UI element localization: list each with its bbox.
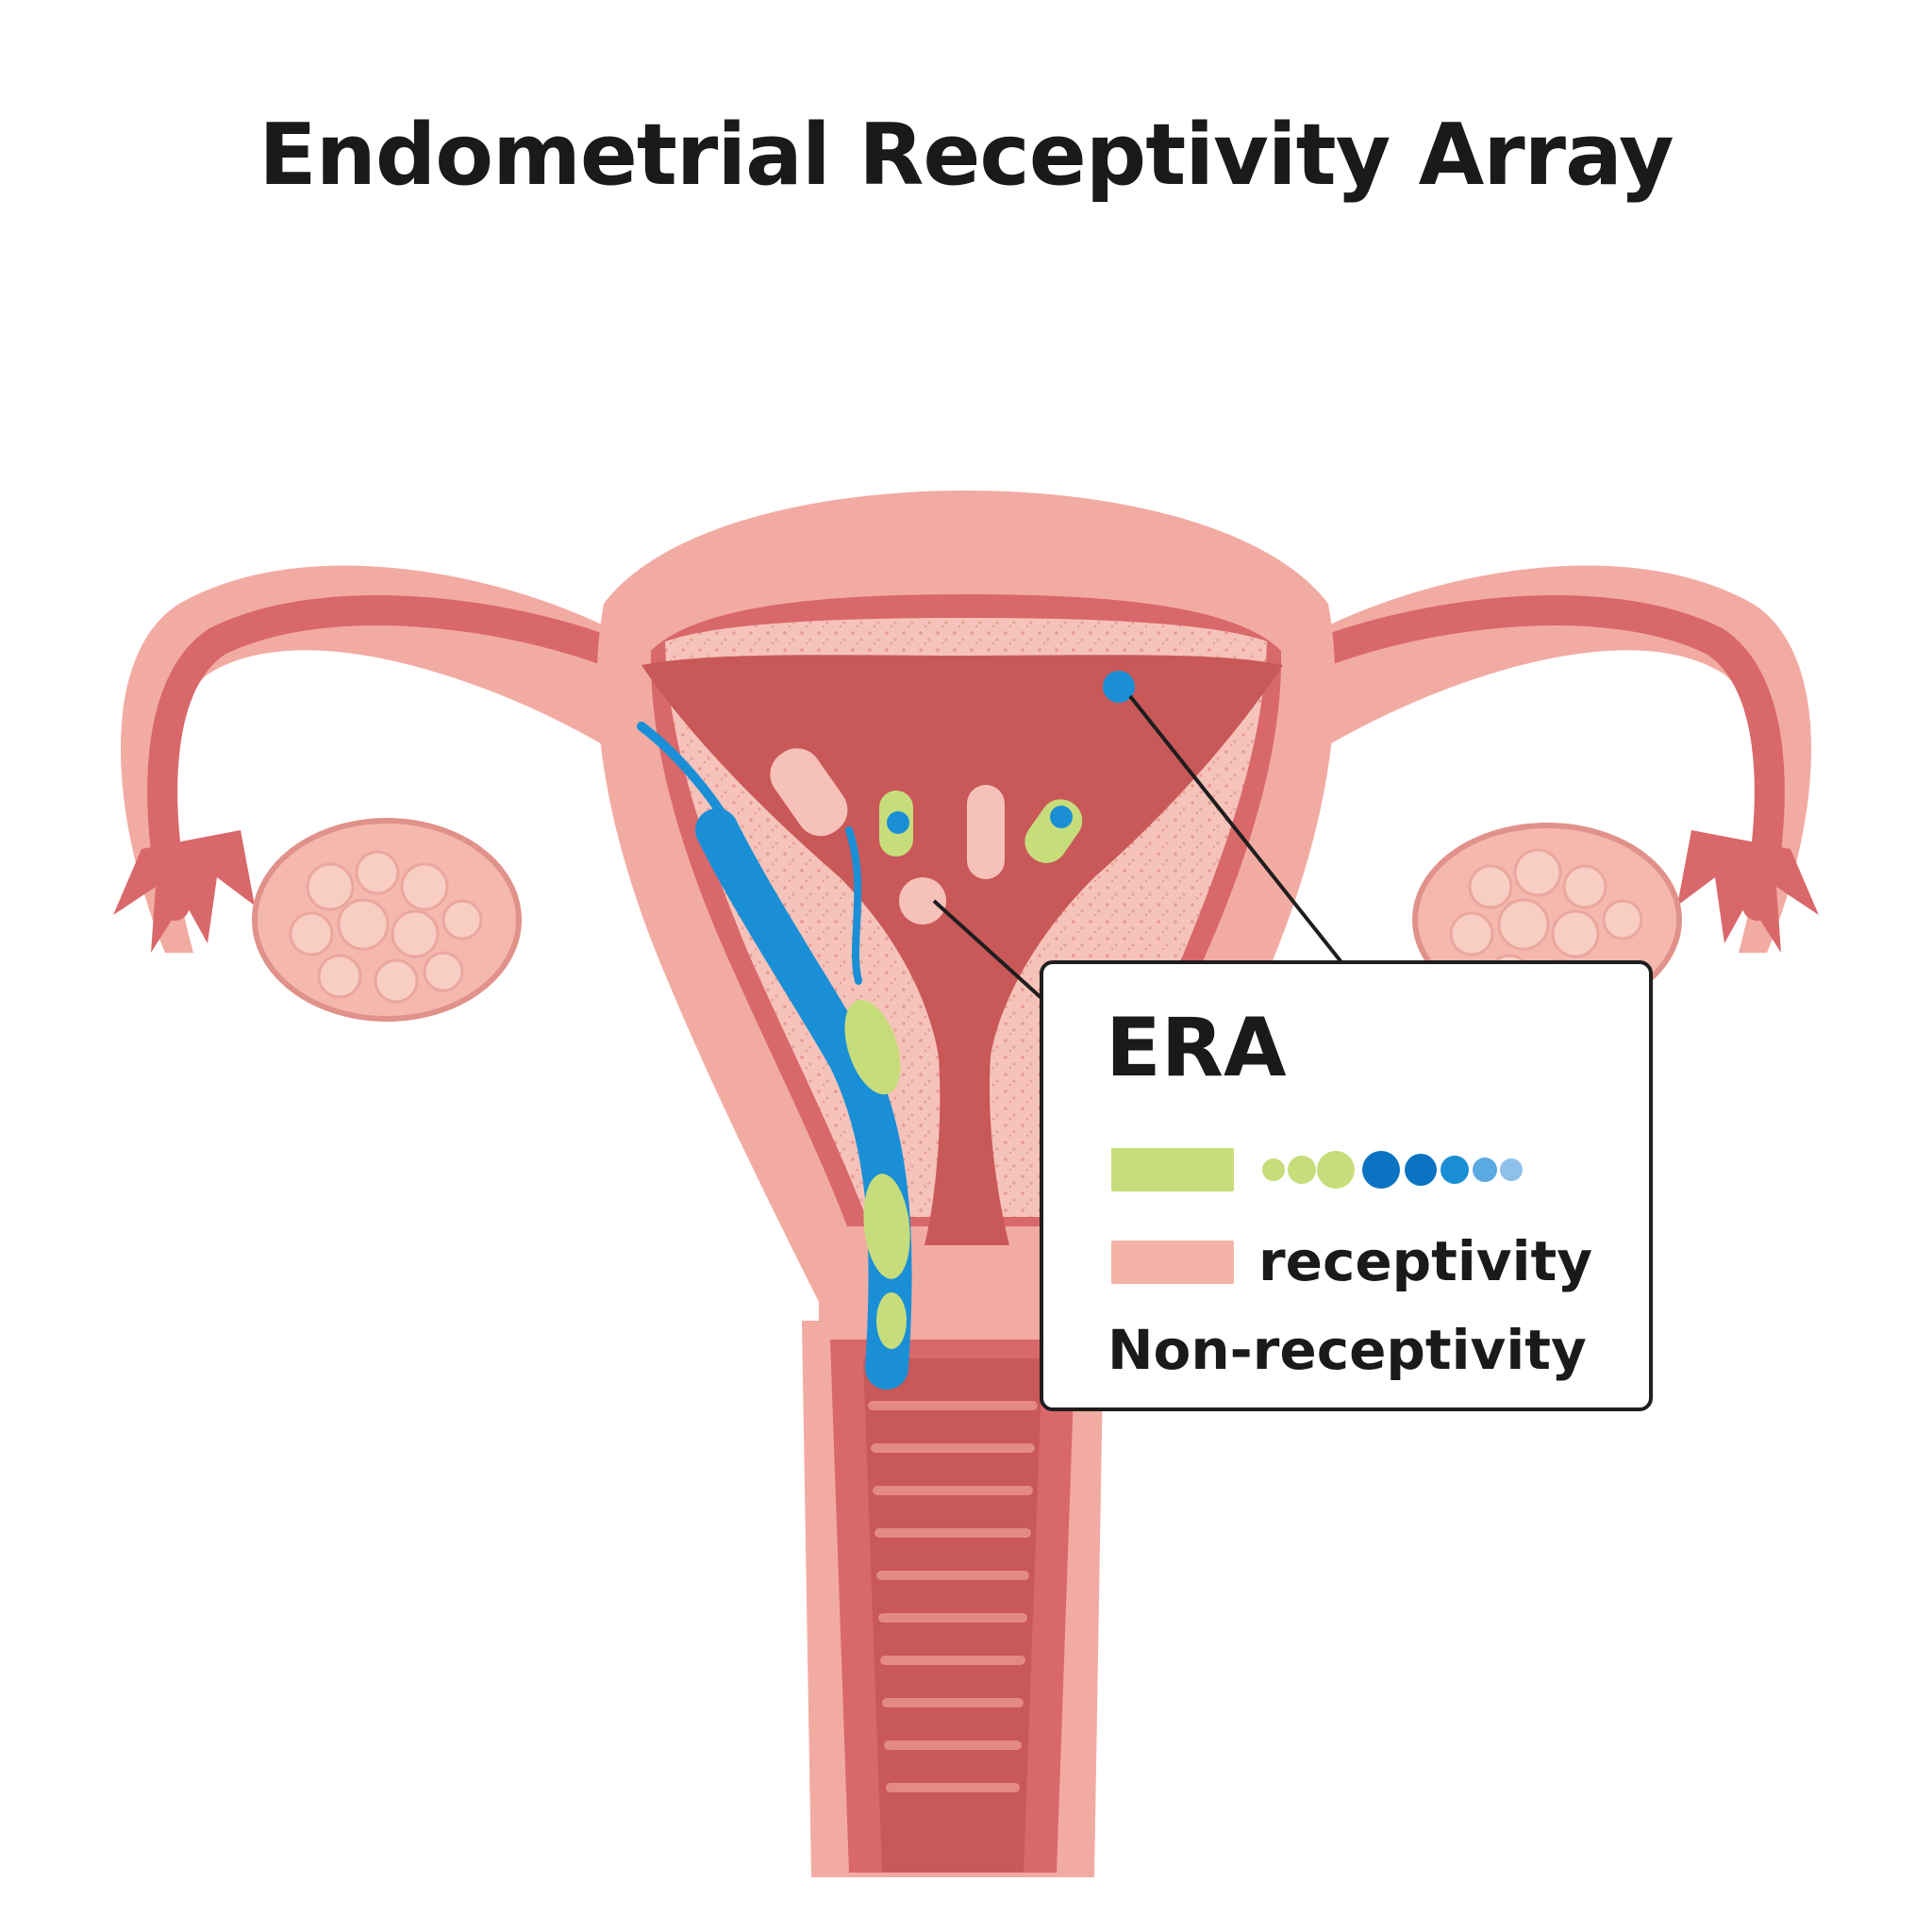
marker-dot	[1262, 1158, 1285, 1181]
page-title: Endometrial Receptivity Array	[258, 106, 1674, 205]
non-receptive-swatch	[1111, 1241, 1234, 1284]
marker-dot	[1288, 1156, 1316, 1184]
era-catheter	[637, 722, 912, 1390]
marker-dot	[1317, 1151, 1355, 1189]
marker-dot	[1500, 1158, 1523, 1181]
left-ovary	[252, 818, 522, 1022]
sampling-point	[1103, 671, 1135, 703]
cervix	[802, 1321, 1104, 1877]
legend-label-receptivity: receptivity	[1258, 1229, 1593, 1293]
left-fallopian-tube	[113, 565, 657, 953]
sample-markers	[770, 748, 1083, 924]
marker-dots	[1262, 1151, 1523, 1189]
marker-dot	[1405, 1154, 1437, 1186]
marker-dot	[1441, 1156, 1469, 1184]
right-fallopian-tube	[1275, 565, 1819, 953]
legend-box: ERA receptivity Non-receptivity	[1040, 960, 1653, 1411]
legend-heading: ERA	[1106, 1001, 1287, 1095]
legend-label-non-receptivity: Non-receptivity	[1108, 1318, 1587, 1382]
marker-dot	[1473, 1158, 1497, 1182]
marker-dot	[1362, 1151, 1400, 1189]
receptive-swatch	[1111, 1148, 1234, 1191]
callout-lines	[932, 694, 1343, 1000]
